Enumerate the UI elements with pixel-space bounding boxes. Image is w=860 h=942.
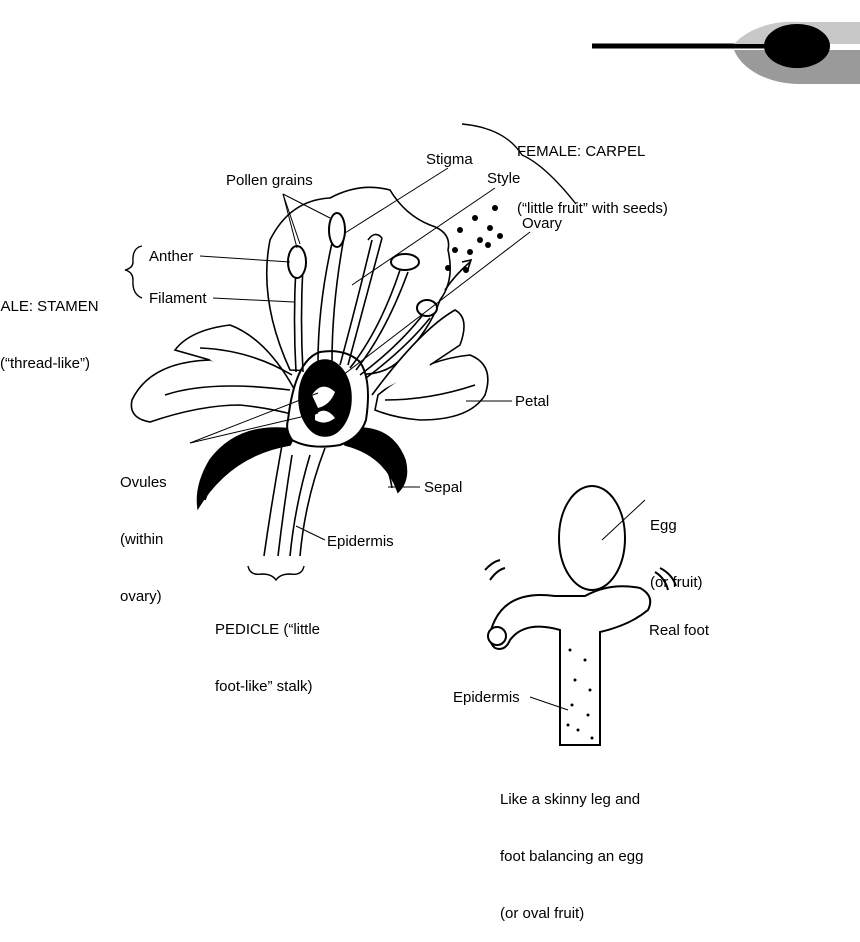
label-egg: Egg (or fruit) (650, 517, 703, 591)
label-stigma: Stigma (426, 151, 473, 168)
label-petal: Petal (515, 393, 550, 410)
label-epidermis-leg: Epidermis (453, 689, 520, 706)
pedicle-brace (247, 565, 305, 582)
corner-logo (592, 21, 860, 85)
label-ovules: Ovules (within ovary) (120, 474, 167, 605)
caption: Like a skinny leg and foot balancing an … (500, 791, 644, 922)
label-style: Style (487, 170, 521, 187)
label-filament: Filament (149, 290, 207, 307)
label-real-foot: Real foot (649, 622, 710, 639)
label-epidermis-flower: Epidermis (327, 533, 394, 550)
carpel-brace (461, 123, 577, 205)
diagram-stage: FEMALE: CARPEL (“little fruit” with seed… (0, 21, 860, 922)
leader-lines (189, 167, 646, 711)
label-anther: Anther (149, 248, 194, 265)
label-male-stamen: MALE: STAMEN (“thread-like”) (0, 298, 99, 372)
label-female-carpel: FEMALE: CARPEL (“little fruit” with seed… (517, 143, 668, 217)
label-ovary: Ovary (522, 215, 563, 232)
label-pedicle: PEDICLE (“little foot-like” stalk) (215, 621, 321, 695)
stamen-brace (124, 245, 143, 299)
flower-illustration (130, 186, 503, 557)
diagram-drawing (124, 21, 860, 746)
label-sepal: Sepal (424, 479, 463, 496)
label-pollen-grains: Pollen grains (226, 172, 313, 189)
egg-foot-illustration (484, 485, 677, 746)
